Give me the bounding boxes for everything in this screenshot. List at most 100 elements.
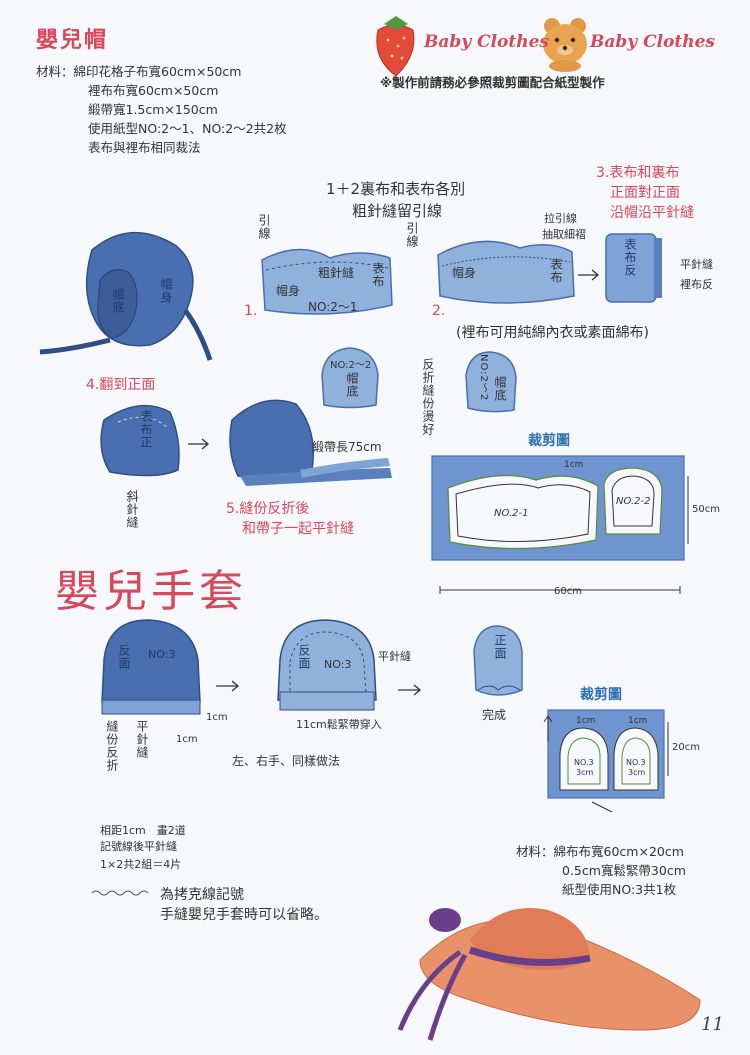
- width-label: 60cm: [554, 586, 582, 597]
- ribbon-label: 緞帶長75cm: [312, 440, 382, 454]
- flat-stitch-label: 平針縫: [680, 258, 713, 271]
- bonnet-title: 嬰兒帽: [36, 28, 109, 53]
- flat-stitch-label: 平針縫: [378, 650, 411, 663]
- mitten-cut-diagram: [543, 709, 669, 813]
- pattern-label: NO:2～2: [330, 360, 372, 371]
- done-label: 完成: [482, 708, 507, 722]
- step5-bonnet: [229, 399, 392, 486]
- coarse-stitch-label: 粗針縫: [318, 266, 355, 280]
- material-line: 裡布布寬60cm×50cm: [88, 83, 219, 98]
- elastic-label: 11cm鬆緊帶穿入: [296, 718, 382, 731]
- seam-label: 1cm: [628, 716, 648, 726]
- step4-bonnet: [100, 404, 180, 477]
- bias-stitch-label: 斜針縫: [125, 490, 139, 529]
- bonnet-illustration: [39, 232, 213, 361]
- step3-text: 沿帽沿平針縫: [610, 205, 694, 221]
- step2-piece: [437, 240, 575, 304]
- pattern-label: NO:3: [148, 648, 176, 661]
- outer-fabric-label: 表布: [549, 258, 563, 284]
- body-label: 帽身: [159, 278, 173, 304]
- mitten-finished: [473, 625, 523, 696]
- materials-label: 材料：: [36, 64, 74, 79]
- lining-note: (裡布可用純綿內衣或素面綿布): [456, 325, 649, 341]
- reverse-label: 反面: [297, 644, 311, 670]
- mitten-title: 嬰兒手套: [55, 566, 247, 617]
- step4-text: 4.翻到正面: [86, 377, 156, 393]
- mitten-step1: [101, 619, 201, 715]
- reverse-label: 反面: [117, 644, 131, 670]
- pattern-label: NO.3: [626, 758, 646, 767]
- both-hands-note: 左、右手、同樣做法: [232, 754, 341, 768]
- step5-text: 和帶子一起平針縫: [242, 521, 354, 537]
- front-label: 表布正: [139, 410, 153, 449]
- sun-hat-illustration: [397, 908, 701, 1041]
- pattern-label: NO.3: [574, 758, 594, 767]
- step1-heading: 粗針縫留引線: [352, 202, 443, 220]
- notice-text: ※製作前請務必參照裁剪圖配合紙型製作: [380, 75, 605, 90]
- bear-icon: [543, 18, 587, 72]
- material-line: 紙型使用NO:3共1枚: [562, 882, 677, 897]
- step3-piece: [605, 233, 662, 303]
- seam-label: 1cm: [206, 712, 228, 723]
- pattern-label: NO:2～2: [478, 354, 489, 402]
- outer-reverse-label: 表布反: [623, 238, 637, 277]
- material-line: 表布與裡布相同裁法: [88, 140, 201, 155]
- tip-line: 記號線後平針縫: [100, 840, 177, 853]
- gather-label: 抽取細褶: [542, 228, 586, 241]
- crown-label: 帽底: [345, 372, 359, 398]
- crown-label: 帽底: [493, 376, 507, 402]
- pattern-label: NO:3: [324, 658, 352, 671]
- pattern-label: NO:2～1: [308, 300, 358, 314]
- size-label: 3cm: [576, 768, 594, 777]
- piece-label: NO.2-2: [616, 496, 651, 507]
- crown-piece-a: [321, 347, 379, 409]
- brand-text: Baby Clothes: [424, 32, 549, 52]
- seam-fold-label: 縫份反折: [105, 720, 119, 772]
- lining-label: 裡布反: [680, 278, 713, 291]
- seam-label: 1cm: [576, 716, 596, 726]
- cut-diagram-title: 裁剪圖: [528, 433, 570, 449]
- step-number: 2.: [432, 303, 446, 319]
- mitten-step2: [277, 619, 377, 711]
- height-label: 20cm: [672, 742, 700, 753]
- mitten-materials: 材料：綿布布寬60cm×20cm 0.5cm寬鬆緊帶30cm 紙型使用NO:3共…: [516, 842, 686, 899]
- bonnet-cut-diagram: [431, 455, 689, 594]
- brand-text: Baby Clothes: [590, 32, 715, 52]
- legend-text: 為拷克線記號: [160, 887, 244, 903]
- body-label: 帽身: [276, 284, 301, 298]
- body-label: 帽身: [452, 266, 477, 280]
- tip-line: 1×2共2組＝4片: [100, 858, 182, 871]
- page-number: 11: [701, 1014, 724, 1035]
- legend-text: 手縫嬰兒手套時可以省略。: [160, 907, 328, 923]
- crown-label: 帽底: [111, 288, 125, 314]
- material-line: 0.5cm寬鬆緊帶30cm: [562, 863, 686, 878]
- thread-label: 引線: [257, 214, 271, 240]
- front-label: 正面: [493, 634, 507, 660]
- size-label: 3cm: [628, 768, 646, 777]
- outer-fabric-label: 表布: [371, 262, 385, 288]
- step3-text: 正面對正面: [610, 185, 680, 201]
- height-label: 50cm: [692, 504, 720, 515]
- gather-label: 拉引線: [544, 212, 577, 225]
- step-number: 1.: [244, 303, 258, 319]
- material-line: 使用紙型NO:2～1、NO:2～2共2枚: [88, 121, 287, 136]
- tip-line: 相距1cm 畫2道: [100, 824, 186, 837]
- fold-note: 反折縫份燙好: [421, 358, 435, 436]
- thread-label: 引線: [405, 222, 419, 248]
- cut-diagram-title: 裁剪圖: [580, 687, 622, 703]
- crown-piece-b: [465, 351, 517, 413]
- flat-stitch-label: 平針縫: [135, 720, 149, 759]
- strawberry-icon: [376, 16, 415, 77]
- seam-label: 1cm: [176, 734, 198, 745]
- bonnet-materials: 材料：綿印花格子布寬60cm×50cm 裡布布寬60cm×50cm 緞帶寬1.5…: [36, 62, 287, 157]
- piece-label: NO.2-1: [494, 508, 529, 519]
- material-line: 綿印花格子布寬60cm×50cm: [73, 64, 242, 79]
- overlock-mark-icon: [91, 890, 149, 896]
- step1-heading: 1＋2裏布和表布各別: [326, 180, 466, 198]
- material-line: 綿布布寬60cm×20cm: [553, 844, 684, 859]
- step1-piece: [261, 248, 393, 315]
- seam-label: 1cm: [564, 460, 584, 470]
- step3-text: 3.表布和裏布: [596, 165, 680, 181]
- materials-label: 材料：: [516, 844, 554, 859]
